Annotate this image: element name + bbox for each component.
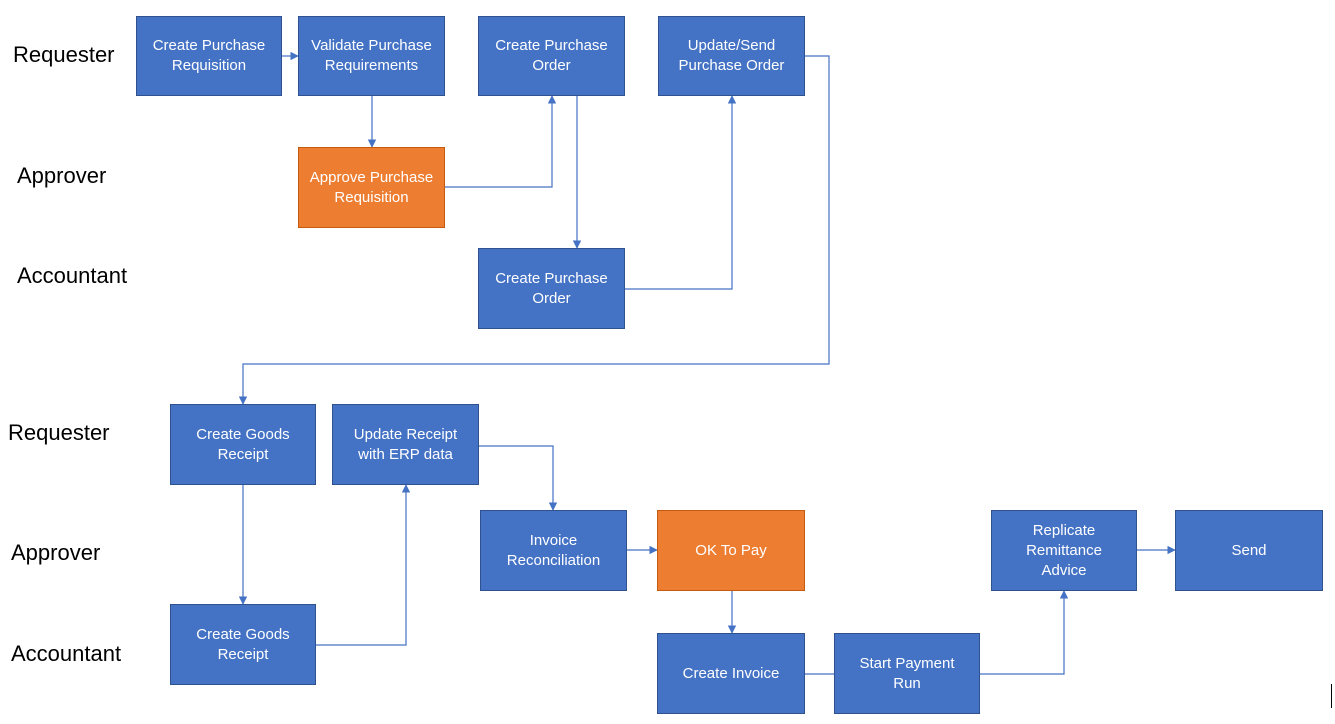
- connector-accountant-po-to-update-send: [625, 95, 737, 290]
- lane-label-approver-top: Approver: [17, 163, 107, 188]
- lane-label-approver-bottom: Approver: [11, 540, 101, 565]
- lane-label-requester-bottom: Requester: [8, 420, 110, 445]
- step-send: Send: [1175, 510, 1323, 591]
- lane-label-requester-top: Requester: [13, 42, 115, 67]
- connector-update-send-to-goods-receipt: [238, 55, 830, 405]
- lane-label-accountant-top: Accountant: [17, 263, 128, 288]
- connector-accountant-gr-to-update-receipt: [316, 484, 411, 646]
- lane-label-accountant-bottom: Accountant: [11, 641, 122, 666]
- step-ok-to-pay: OK To Pay: [657, 510, 805, 591]
- connector-update-receipt-to-invoice-recon: [479, 445, 558, 511]
- connector-approve-to-create-po: [445, 95, 557, 188]
- text-cursor: [1331, 684, 1332, 708]
- connector-start-payment-to-replicate: [980, 590, 1069, 675]
- step-create-invoice: Create Invoice: [657, 633, 805, 714]
